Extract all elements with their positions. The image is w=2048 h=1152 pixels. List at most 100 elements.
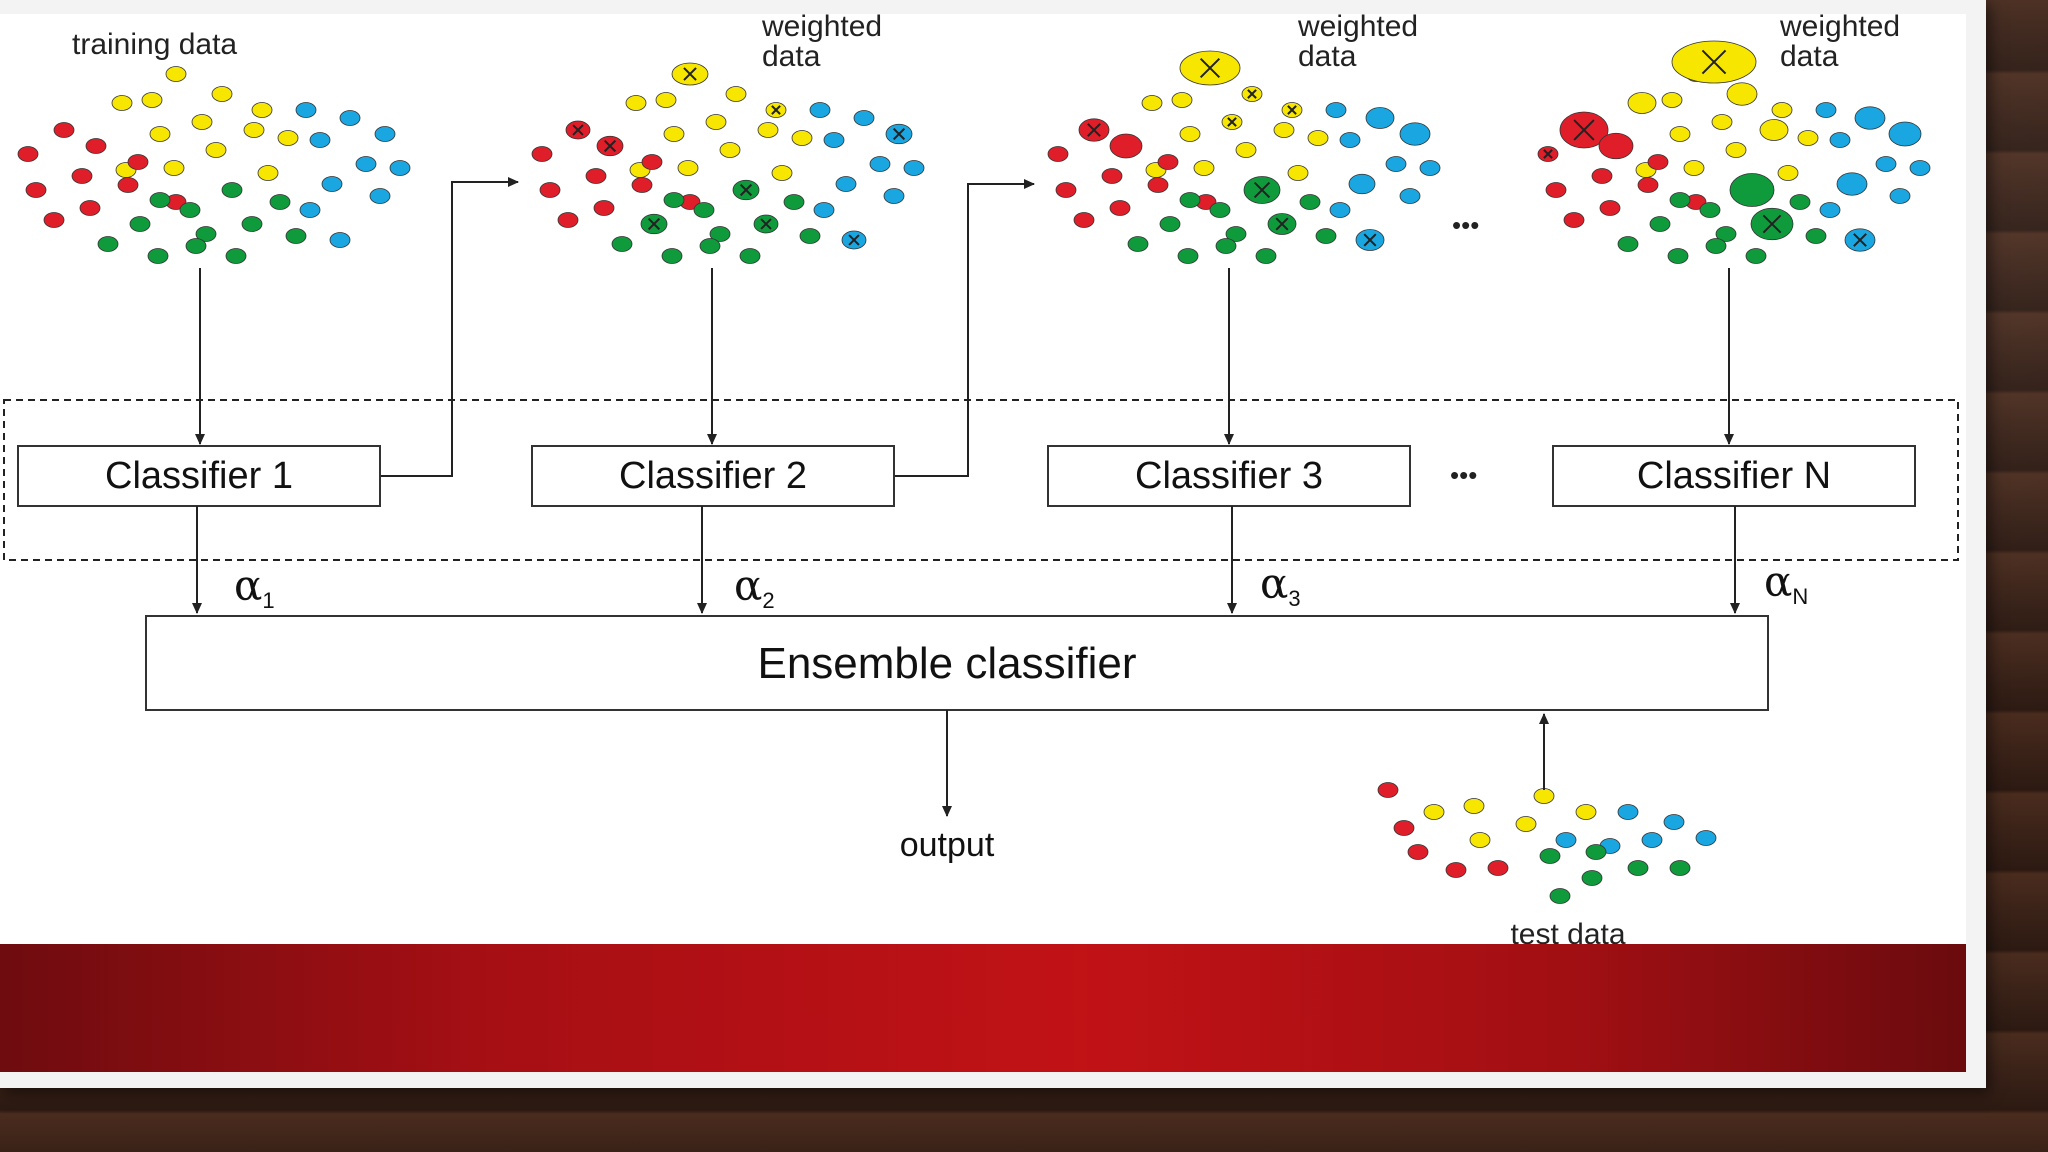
data-point bbox=[1225, 226, 1247, 242]
data-point bbox=[1101, 168, 1123, 184]
misclassified-cross bbox=[1227, 117, 1237, 127]
data-point bbox=[1393, 820, 1415, 836]
misclassified-cross bbox=[1087, 123, 1101, 137]
data-point bbox=[1854, 106, 1886, 130]
classifier-n-box bbox=[1552, 445, 1916, 507]
data-point bbox=[585, 168, 607, 184]
data-point bbox=[1669, 126, 1691, 142]
data-point bbox=[1759, 119, 1789, 141]
data-point bbox=[1399, 188, 1421, 204]
data-point bbox=[53, 122, 75, 138]
data-point bbox=[1348, 173, 1376, 195]
data-point bbox=[85, 138, 107, 154]
data-point bbox=[369, 188, 391, 204]
weight-alpha-1: α1 bbox=[234, 561, 275, 613]
data-point bbox=[1141, 95, 1163, 111]
data-point bbox=[661, 248, 683, 264]
data-point bbox=[1667, 248, 1689, 264]
data-point bbox=[835, 176, 857, 192]
data-point bbox=[241, 216, 263, 232]
data-point bbox=[1423, 804, 1445, 820]
misclassified-cross bbox=[1573, 119, 1595, 141]
data-point bbox=[903, 160, 925, 176]
ellipsis-middle: ••• bbox=[1450, 460, 1477, 490]
data-point bbox=[205, 142, 227, 158]
misclassified-cross bbox=[1853, 233, 1867, 247]
data-point bbox=[771, 165, 793, 181]
data-point bbox=[243, 122, 265, 138]
weighted-data-cluster-n bbox=[1537, 40, 1931, 264]
data-point bbox=[1726, 82, 1758, 106]
data-point bbox=[1399, 122, 1431, 146]
data-point bbox=[1179, 126, 1201, 142]
data-point bbox=[185, 238, 207, 254]
data-point bbox=[1777, 165, 1799, 181]
misclassified-cross bbox=[1275, 217, 1289, 231]
data-point bbox=[1533, 788, 1555, 804]
data-point bbox=[1549, 888, 1571, 904]
data-point bbox=[1617, 804, 1639, 820]
data-point bbox=[1875, 156, 1897, 172]
output-label: output bbox=[900, 826, 995, 864]
data-point bbox=[285, 228, 307, 244]
test-data-cluster bbox=[1377, 782, 1717, 904]
data-point bbox=[1469, 832, 1491, 848]
data-point bbox=[1771, 102, 1793, 118]
misclassified-cross bbox=[572, 124, 584, 136]
data-point bbox=[1407, 844, 1429, 860]
data-point bbox=[853, 110, 875, 126]
data-point bbox=[17, 146, 39, 162]
data-point bbox=[339, 110, 361, 126]
data-point bbox=[1563, 212, 1585, 228]
data-point bbox=[1339, 132, 1361, 148]
data-point bbox=[1545, 182, 1567, 198]
data-point bbox=[295, 102, 317, 118]
data-point bbox=[883, 188, 905, 204]
data-point bbox=[374, 126, 396, 142]
data-point bbox=[539, 182, 561, 198]
data-point bbox=[299, 202, 321, 218]
data-point bbox=[809, 102, 831, 118]
test-data-label: test data bbox=[1510, 918, 1625, 944]
data-point bbox=[1729, 173, 1775, 207]
data-point bbox=[79, 200, 101, 216]
data-point bbox=[1585, 844, 1607, 860]
weighted-data-label-nb: data bbox=[1780, 40, 1839, 73]
data-point bbox=[611, 236, 633, 252]
data-point bbox=[1669, 860, 1691, 876]
data-point bbox=[799, 228, 821, 244]
data-point bbox=[1647, 154, 1669, 170]
misclassified-cross bbox=[1543, 149, 1553, 159]
data-point bbox=[1325, 102, 1347, 118]
classifier-1-box bbox=[17, 445, 381, 507]
weighted-data-cluster-2 bbox=[531, 62, 925, 264]
data-point bbox=[1669, 192, 1691, 208]
data-point bbox=[329, 232, 351, 248]
data-point bbox=[1385, 156, 1407, 172]
data-point bbox=[1463, 798, 1485, 814]
arrow-classifier-2-to-weighted-3 bbox=[894, 179, 1035, 477]
data-point bbox=[111, 95, 133, 111]
data-point bbox=[1649, 216, 1671, 232]
data-point bbox=[1315, 228, 1337, 244]
data-point bbox=[699, 238, 721, 254]
misclassified-cross bbox=[603, 139, 617, 153]
data-point bbox=[1127, 236, 1149, 252]
data-point bbox=[1699, 202, 1721, 218]
data-point bbox=[127, 154, 149, 170]
data-point bbox=[1889, 188, 1911, 204]
weighted-data-label-n: weighted bbox=[1779, 10, 1900, 43]
misclassified-cross bbox=[1363, 233, 1377, 247]
data-point bbox=[783, 194, 805, 210]
data-point bbox=[1047, 146, 1069, 162]
data-point bbox=[1617, 236, 1639, 252]
classifier-3-label: Classifier 3 bbox=[1135, 455, 1323, 497]
data-point bbox=[117, 177, 139, 193]
classifier-n-label: Classifier N bbox=[1637, 455, 1831, 497]
data-point bbox=[1539, 848, 1561, 864]
data-point bbox=[739, 248, 761, 264]
classifier-2-label: Classifier 2 bbox=[619, 455, 807, 497]
data-point bbox=[1627, 92, 1657, 114]
data-point bbox=[1711, 114, 1733, 130]
data-point bbox=[1797, 130, 1819, 146]
